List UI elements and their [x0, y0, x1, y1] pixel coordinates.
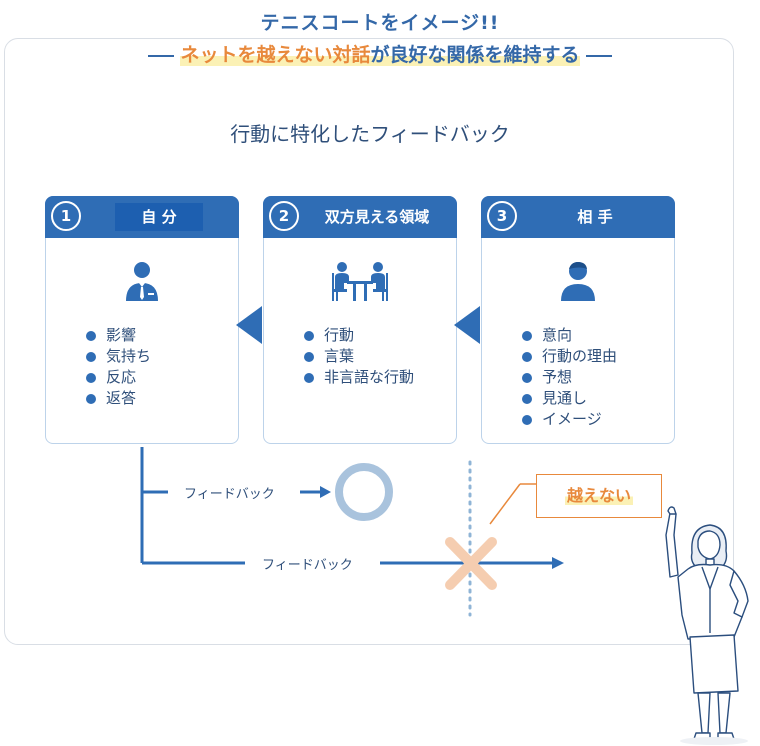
list-item: 言葉 — [304, 346, 414, 367]
dash-left — [148, 54, 175, 57]
list-item: 見通し — [522, 388, 617, 409]
card-partner: 3 相 手 意向 行動の理由 予想 見通し イメージ — [481, 196, 675, 444]
arrow-left-1-icon — [236, 306, 262, 344]
card-header: 2 双方見える領域 — [263, 196, 457, 238]
list-item: 影響 — [86, 325, 151, 346]
header-subtitle: ネットを越えない対話が良好な関係を維持する — [0, 40, 760, 67]
person-icon — [482, 259, 674, 307]
ng-callout-text: 越えない — [564, 486, 633, 505]
header-title: テニスコートをイメージ!! — [260, 12, 500, 34]
list-item: 行動 — [304, 325, 414, 346]
card-items: 影響 気持ち 反応 返答 — [86, 325, 151, 409]
card-items: 意向 行動の理由 予想 見通し イメージ — [522, 325, 617, 430]
feedback-label-ok: フィードバック — [184, 487, 275, 502]
card-label-wrap: 自 分 — [87, 196, 231, 238]
card-self: 1 自 分 影響 気持ち 反応 返答 — [45, 196, 239, 444]
meeting-table-icon — [264, 259, 456, 307]
businesswoman-illustration-icon — [665, 506, 749, 745]
shadow — [680, 737, 748, 745]
card-label: 双方見える領域 — [324, 208, 430, 226]
businessman-icon — [46, 259, 238, 307]
subtitle-rest: が良好な関係を維持する — [370, 44, 580, 66]
feedback-label-ng: フィードバック — [262, 558, 353, 573]
callout-pointer-line — [489, 483, 521, 525]
list-item: 行動の理由 — [522, 346, 617, 367]
list-item: 非言語な行動 — [304, 367, 414, 388]
ok-circle-icon — [335, 463, 393, 521]
subtitle-highlight-wrap: ネットを越えない対話が良好な関係を維持する — [180, 44, 580, 66]
main-title: 行動に特化したフィードバック — [230, 122, 510, 146]
feedback-ng-arrowhead — [552, 557, 564, 569]
card-items: 行動 言葉 非言語な行動 — [304, 325, 414, 388]
card-number: 3 — [487, 201, 517, 231]
card-label: 自 分 — [115, 203, 203, 231]
card-header: 3 相 手 — [481, 196, 675, 238]
ng-cross-icon — [445, 537, 497, 590]
card-number: 2 — [269, 201, 299, 231]
card-shared: 2 双方見える領域 行動 言葉 非言語な行動 — [263, 196, 457, 444]
feedback-ok-arrowhead — [320, 486, 331, 498]
list-item: 返答 — [86, 388, 151, 409]
list-item: イメージ — [522, 409, 617, 430]
list-item: 意向 — [522, 325, 617, 346]
subtitle-highlight: ネットを越えない対話 — [180, 44, 371, 66]
list-item: 反応 — [86, 367, 151, 388]
card-number: 1 — [51, 201, 81, 231]
card-label: 相 手 — [577, 208, 613, 226]
ng-callout: 越えない — [536, 474, 662, 518]
arrow-left-2-icon — [454, 306, 480, 344]
list-item: 予想 — [522, 367, 617, 388]
card-header: 1 自 分 — [45, 196, 239, 238]
dash-right — [585, 54, 612, 57]
list-item: 気持ち — [86, 346, 151, 367]
